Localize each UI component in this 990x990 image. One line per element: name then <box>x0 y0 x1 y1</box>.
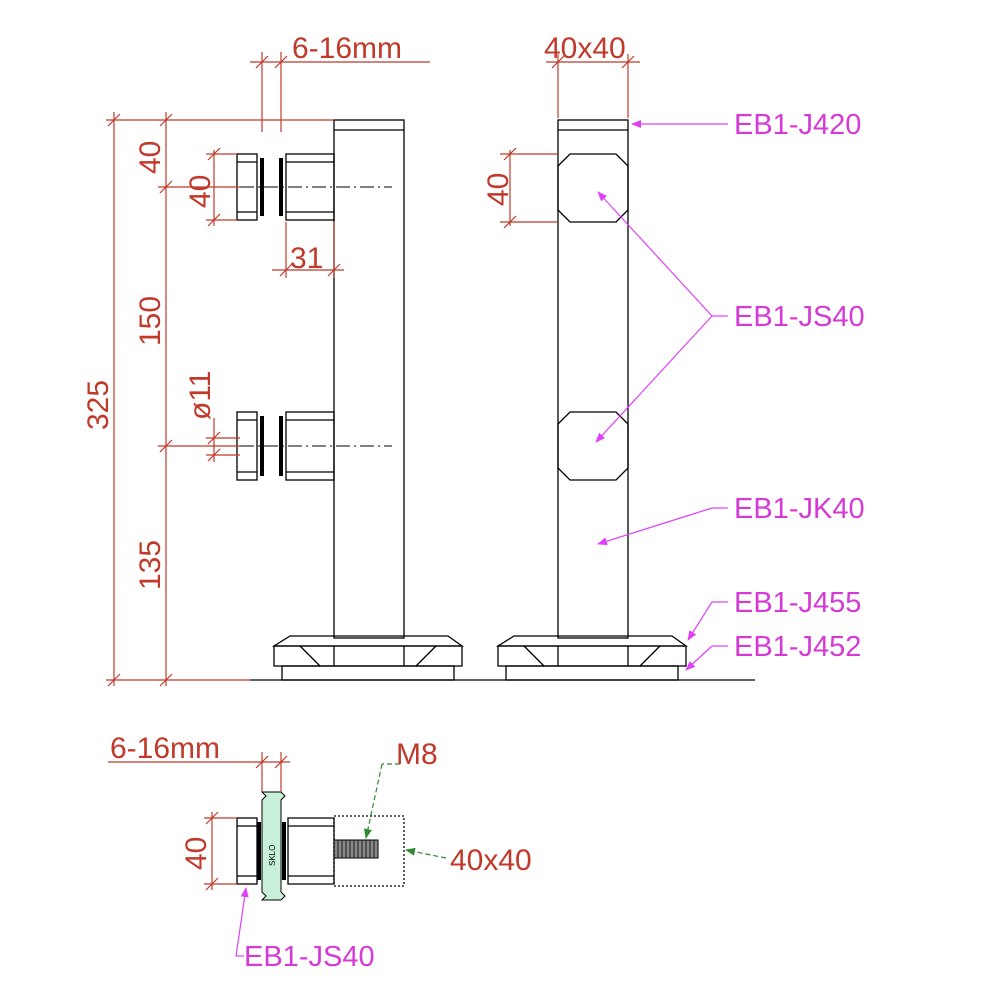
leader-lines <box>595 120 728 671</box>
label-post: EB1-JK40 <box>734 493 865 525</box>
thread-m8 <box>333 839 379 859</box>
detail-view: SKLO <box>236 791 405 901</box>
dimension-lines <box>106 52 640 687</box>
dim-top-offset: 40 <box>134 141 167 174</box>
dim-glass-thickness-top: 6-16mm <box>292 32 402 65</box>
side-clamp-upper <box>236 153 392 221</box>
label-base-cover: EB1-J455 <box>734 587 861 619</box>
dim-pin-diameter: ø11 <box>184 371 217 420</box>
front-clamp-upper <box>557 153 629 223</box>
detail-dimension-lines <box>108 752 290 891</box>
front-view-post <box>495 119 689 681</box>
detail-dim-thread: M8 <box>396 738 438 771</box>
detail-dim-section: 40x40 <box>450 844 532 877</box>
label-base-plate: EB1-J452 <box>734 631 861 663</box>
glass-label: SKLO <box>268 845 277 866</box>
label-detail-clamp: EB1-JS40 <box>244 941 375 973</box>
front-clamp-lower <box>557 411 629 481</box>
dim-overall-height: 325 <box>82 380 115 430</box>
side-clamp-lower <box>236 411 392 481</box>
detail-dim-clamp-height: 40 <box>180 837 213 870</box>
label-cap: EB1-J420 <box>734 109 861 141</box>
label-clamp: EB1-JS40 <box>734 301 865 333</box>
side-view-post <box>271 119 465 681</box>
dim-clamp-spacing: 150 <box>134 296 167 346</box>
dim-side-clamp-height: 40 <box>482 173 515 206</box>
dim-post-section-top: 40x40 <box>544 32 626 65</box>
detail-dim-glass-thickness: 6-16mm <box>110 732 220 765</box>
dim-clamp-depth: 31 <box>290 242 323 275</box>
dim-clamp-height-upper: 40 <box>184 175 217 208</box>
dim-bottom-offset: 135 <box>134 540 167 590</box>
